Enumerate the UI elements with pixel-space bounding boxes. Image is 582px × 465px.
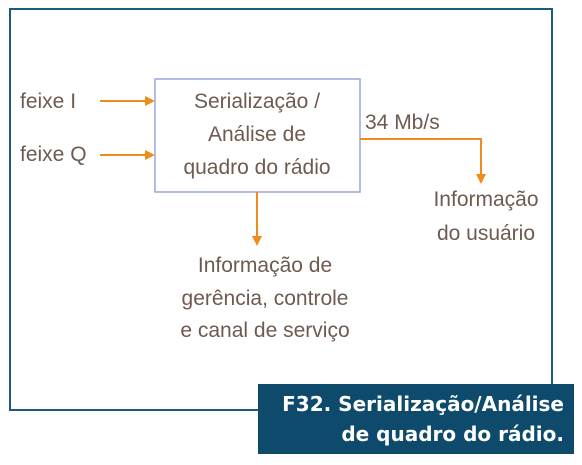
mgmt-output-line-2: gerência, controle: [182, 287, 349, 310]
processing-block: [154, 78, 361, 193]
mgmt-output-line-3: e canal de serviço: [180, 319, 349, 342]
block-line-3: quadro do rádio: [183, 156, 330, 179]
arrow-user-output: [360, 138, 486, 184]
input-label-feixe-i: feixe I: [20, 90, 76, 113]
input-label-feixe-q: feixe Q: [20, 143, 87, 166]
mgmt-output-line-1: Informação de: [198, 254, 332, 277]
block-line-2: Análise de: [208, 123, 306, 146]
block-line-1: Serialização /: [194, 90, 320, 113]
rate-label: 34 Mb/s: [365, 111, 440, 134]
caption-line-1: F32. Serialização/Análise: [282, 392, 564, 416]
user-output-line-2: do usuário: [437, 222, 535, 245]
user-output-line-1: Informação: [433, 188, 538, 211]
figure-caption: F32. Serialização/Análise de quadro do r…: [258, 384, 574, 454]
caption-line-2: de quadro do rádio.: [341, 422, 564, 446]
